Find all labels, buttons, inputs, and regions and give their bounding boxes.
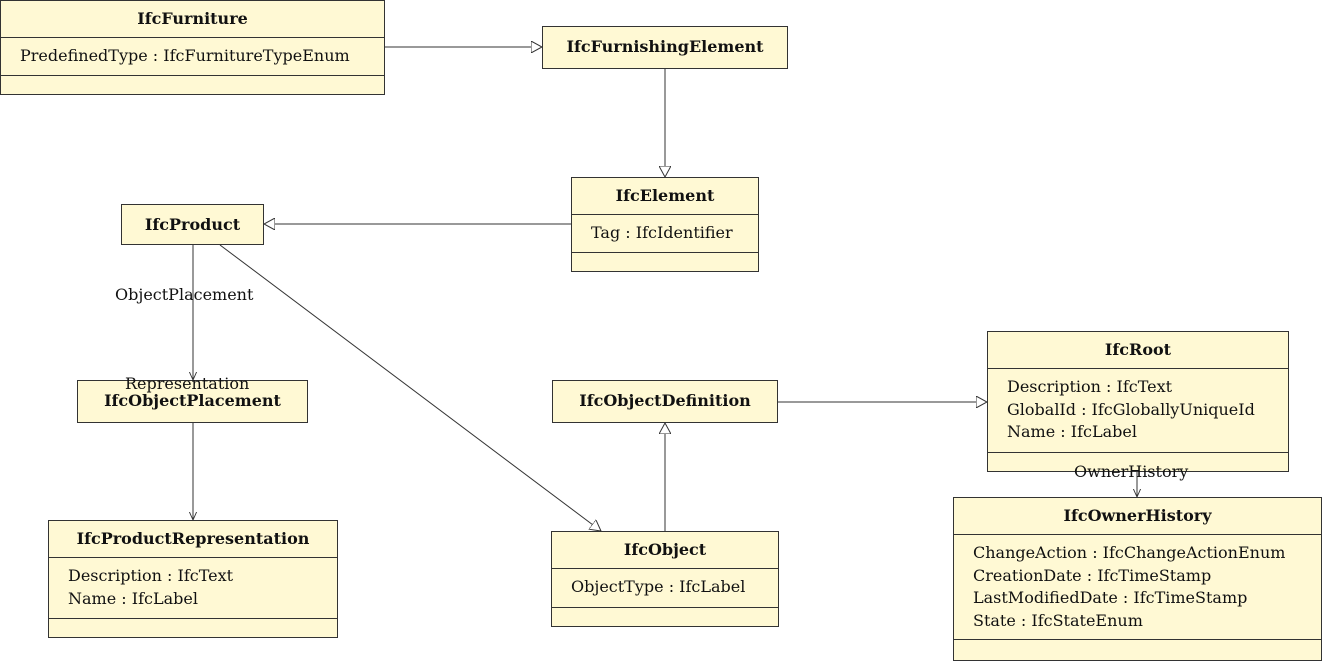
class-operations xyxy=(49,618,337,637)
class-name: IfcOwnerHistory xyxy=(1063,506,1212,525)
association-label-representation: Representation xyxy=(125,374,250,393)
attribute: Name : IfcLabel xyxy=(68,588,198,608)
attribute: LastModifiedDate : IfcTimeStamp xyxy=(973,588,1248,607)
class-operations xyxy=(954,639,1321,660)
class-operations xyxy=(572,252,758,271)
class-name: IfcElement xyxy=(615,186,715,205)
class-ifcelement[interactable]: IfcElement Tag : IfcIdentifier xyxy=(571,177,759,272)
class-attributes: Description : IfcText GlobalId : IfcGlob… xyxy=(988,368,1288,444)
class-attributes: Description : IfcText Name : IfcLabel xyxy=(49,557,337,610)
attribute: Description : IfcText xyxy=(68,566,234,585)
class-attributes: PredefinedType : IfcFurnitureTypeEnum xyxy=(1,37,384,68)
class-attributes: ChangeAction : IfcChangeActionEnum Creat… xyxy=(954,534,1321,632)
attribute: ObjectType : IfcLabel xyxy=(571,577,746,596)
class-operations xyxy=(552,607,778,626)
class-operations xyxy=(988,452,1288,471)
attribute: PredefinedType : IfcFurnitureTypeEnum xyxy=(20,46,350,65)
class-ifcproduct[interactable]: IfcProduct xyxy=(121,204,264,245)
class-name: IfcProduct xyxy=(144,215,241,234)
association-label-objectplacement: ObjectPlacement xyxy=(115,285,254,304)
class-name: IfcFurniture xyxy=(137,9,248,28)
class-name: IfcObjectDefinition xyxy=(579,391,751,410)
class-ifcobject[interactable]: IfcObject ObjectType : IfcLabel xyxy=(551,531,779,627)
class-name: IfcRoot xyxy=(1104,340,1172,359)
class-ifcobjectplacement[interactable]: IfcObjectPlacement xyxy=(77,380,308,423)
attribute: State : IfcStateEnum xyxy=(973,610,1143,630)
generalization-product-to-object xyxy=(219,244,601,531)
attribute: Description : IfcText xyxy=(1007,377,1173,396)
class-name: IfcFurnishingElement xyxy=(566,37,764,56)
class-attributes: ObjectType : IfcLabel xyxy=(552,568,778,599)
attribute: Tag : IfcIdentifier xyxy=(591,223,733,242)
class-ifcfurniture[interactable]: IfcFurniture PredefinedType : IfcFurnitu… xyxy=(0,0,385,95)
class-ifcroot[interactable]: IfcRoot Description : IfcText GlobalId :… xyxy=(987,331,1289,472)
attribute: CreationDate : IfcTimeStamp xyxy=(973,565,1212,585)
class-ifcownerhistory[interactable]: IfcOwnerHistory ChangeAction : IfcChange… xyxy=(953,497,1322,661)
class-name: IfcProductRepresentation xyxy=(76,529,310,548)
class-operations xyxy=(1,75,384,94)
class-ifcobjectdefinition[interactable]: IfcObjectDefinition xyxy=(552,380,778,423)
class-name: IfcObjectPlacement xyxy=(104,391,281,410)
association-label-ownerhistory: OwnerHistory xyxy=(1074,462,1189,481)
class-attributes: Tag : IfcIdentifier xyxy=(572,214,758,245)
attribute: Name : IfcLabel xyxy=(1007,422,1137,441)
attribute: ChangeAction : IfcChangeActionEnum xyxy=(973,543,1286,562)
class-name: IfcObject xyxy=(623,540,707,559)
class-ifcfurnishingelement[interactable]: IfcFurnishingElement xyxy=(542,26,788,69)
attribute: GlobalId : IfcGloballyUniqueId xyxy=(1007,399,1255,419)
class-ifcproductrepresentation[interactable]: IfcProductRepresentation Description : I… xyxy=(48,520,338,638)
